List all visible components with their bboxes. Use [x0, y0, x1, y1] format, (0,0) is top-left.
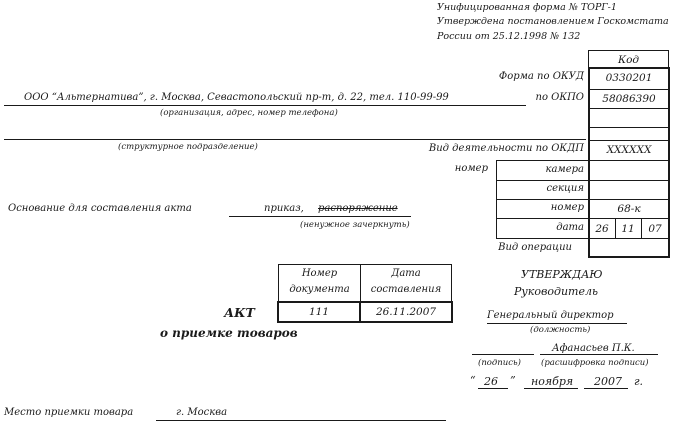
approver-position: Генеральный директор: [487, 310, 614, 321]
approve-word: УТВЕРЖДАЮ: [521, 268, 603, 281]
nomer-label: номер: [550, 202, 584, 213]
signature-caption: (подпись): [478, 358, 521, 368]
basis-order: приказ,: [264, 203, 304, 214]
okud-value: 0330201: [605, 72, 653, 84]
form-id-line: Унифицированная форма № ТОРГ-1: [437, 2, 617, 13]
date-year: 07: [648, 222, 662, 235]
okpo-label: по ОКПО: [535, 92, 585, 103]
code-column: [588, 67, 670, 258]
okdp-value: XXXXXX: [606, 144, 652, 156]
act-subtitle: о приемке товаров: [160, 326, 298, 340]
approve-role: Руководитель: [514, 285, 598, 298]
okud-label: Форма по ОКУД: [498, 71, 584, 82]
number-label: номер: [454, 163, 488, 174]
date-day: 26: [595, 222, 609, 235]
doc-table-header: [278, 264, 452, 302]
approval-line: Утверждена постановлением Госкомстата: [437, 16, 669, 27]
doc-number-value-cell: 111: [308, 306, 330, 318]
basis-label: Основание для составления акта: [8, 203, 192, 214]
doc-date-header-1: Дата: [391, 268, 421, 279]
doc-date-value-cell: 26.11.2007: [375, 306, 437, 318]
approval-date-line: России от 25.12.1998 № 132: [437, 31, 581, 42]
operation-label: Вид операции: [498, 242, 572, 253]
quote-open: “: [470, 374, 476, 387]
position-caption: (должность): [530, 325, 591, 335]
date-label: дата: [556, 222, 584, 233]
year-suffix: г.: [634, 375, 644, 388]
act-title: АКТ: [224, 305, 255, 320]
organization-name: ООО “Альтернатива”, г. Москва, Севастопо…: [24, 92, 449, 103]
doc-number-value: 68-к: [617, 202, 641, 215]
place-value: г. Москва: [176, 407, 228, 418]
okpo-value: 58086390: [602, 92, 656, 105]
place-label: Место приемки товара: [4, 407, 134, 418]
approver-name: Афанасьев П.К.: [552, 343, 635, 354]
basis-caption: (ненужное зачеркнуть): [300, 220, 410, 230]
okdp-label: Вид деятельности по ОКДП: [428, 143, 584, 154]
name-caption: (расшифровка подписи): [541, 358, 649, 368]
doc-date-header-2: составления: [370, 284, 442, 295]
basis-directive-struck: распоряжение: [318, 203, 398, 214]
code-header-cell: Код: [588, 50, 669, 68]
doc-number-header-2: документа: [289, 284, 350, 295]
doc-number-header-1: Номер: [301, 268, 338, 279]
section-label: секция: [546, 183, 584, 194]
subdivision-caption: (структурное подразделение): [118, 142, 258, 152]
approve-month: ноября: [531, 375, 574, 388]
date-month: 11: [621, 222, 635, 235]
code-header: Код: [617, 54, 640, 66]
camera-label: камера: [545, 164, 584, 175]
organization-caption: (организация, адрес, номер телефона): [160, 108, 338, 118]
approve-day: 26: [484, 375, 498, 388]
approve-year: 2007: [594, 375, 622, 388]
quote-close: ”: [510, 374, 516, 387]
doc-table-values: [277, 301, 453, 323]
